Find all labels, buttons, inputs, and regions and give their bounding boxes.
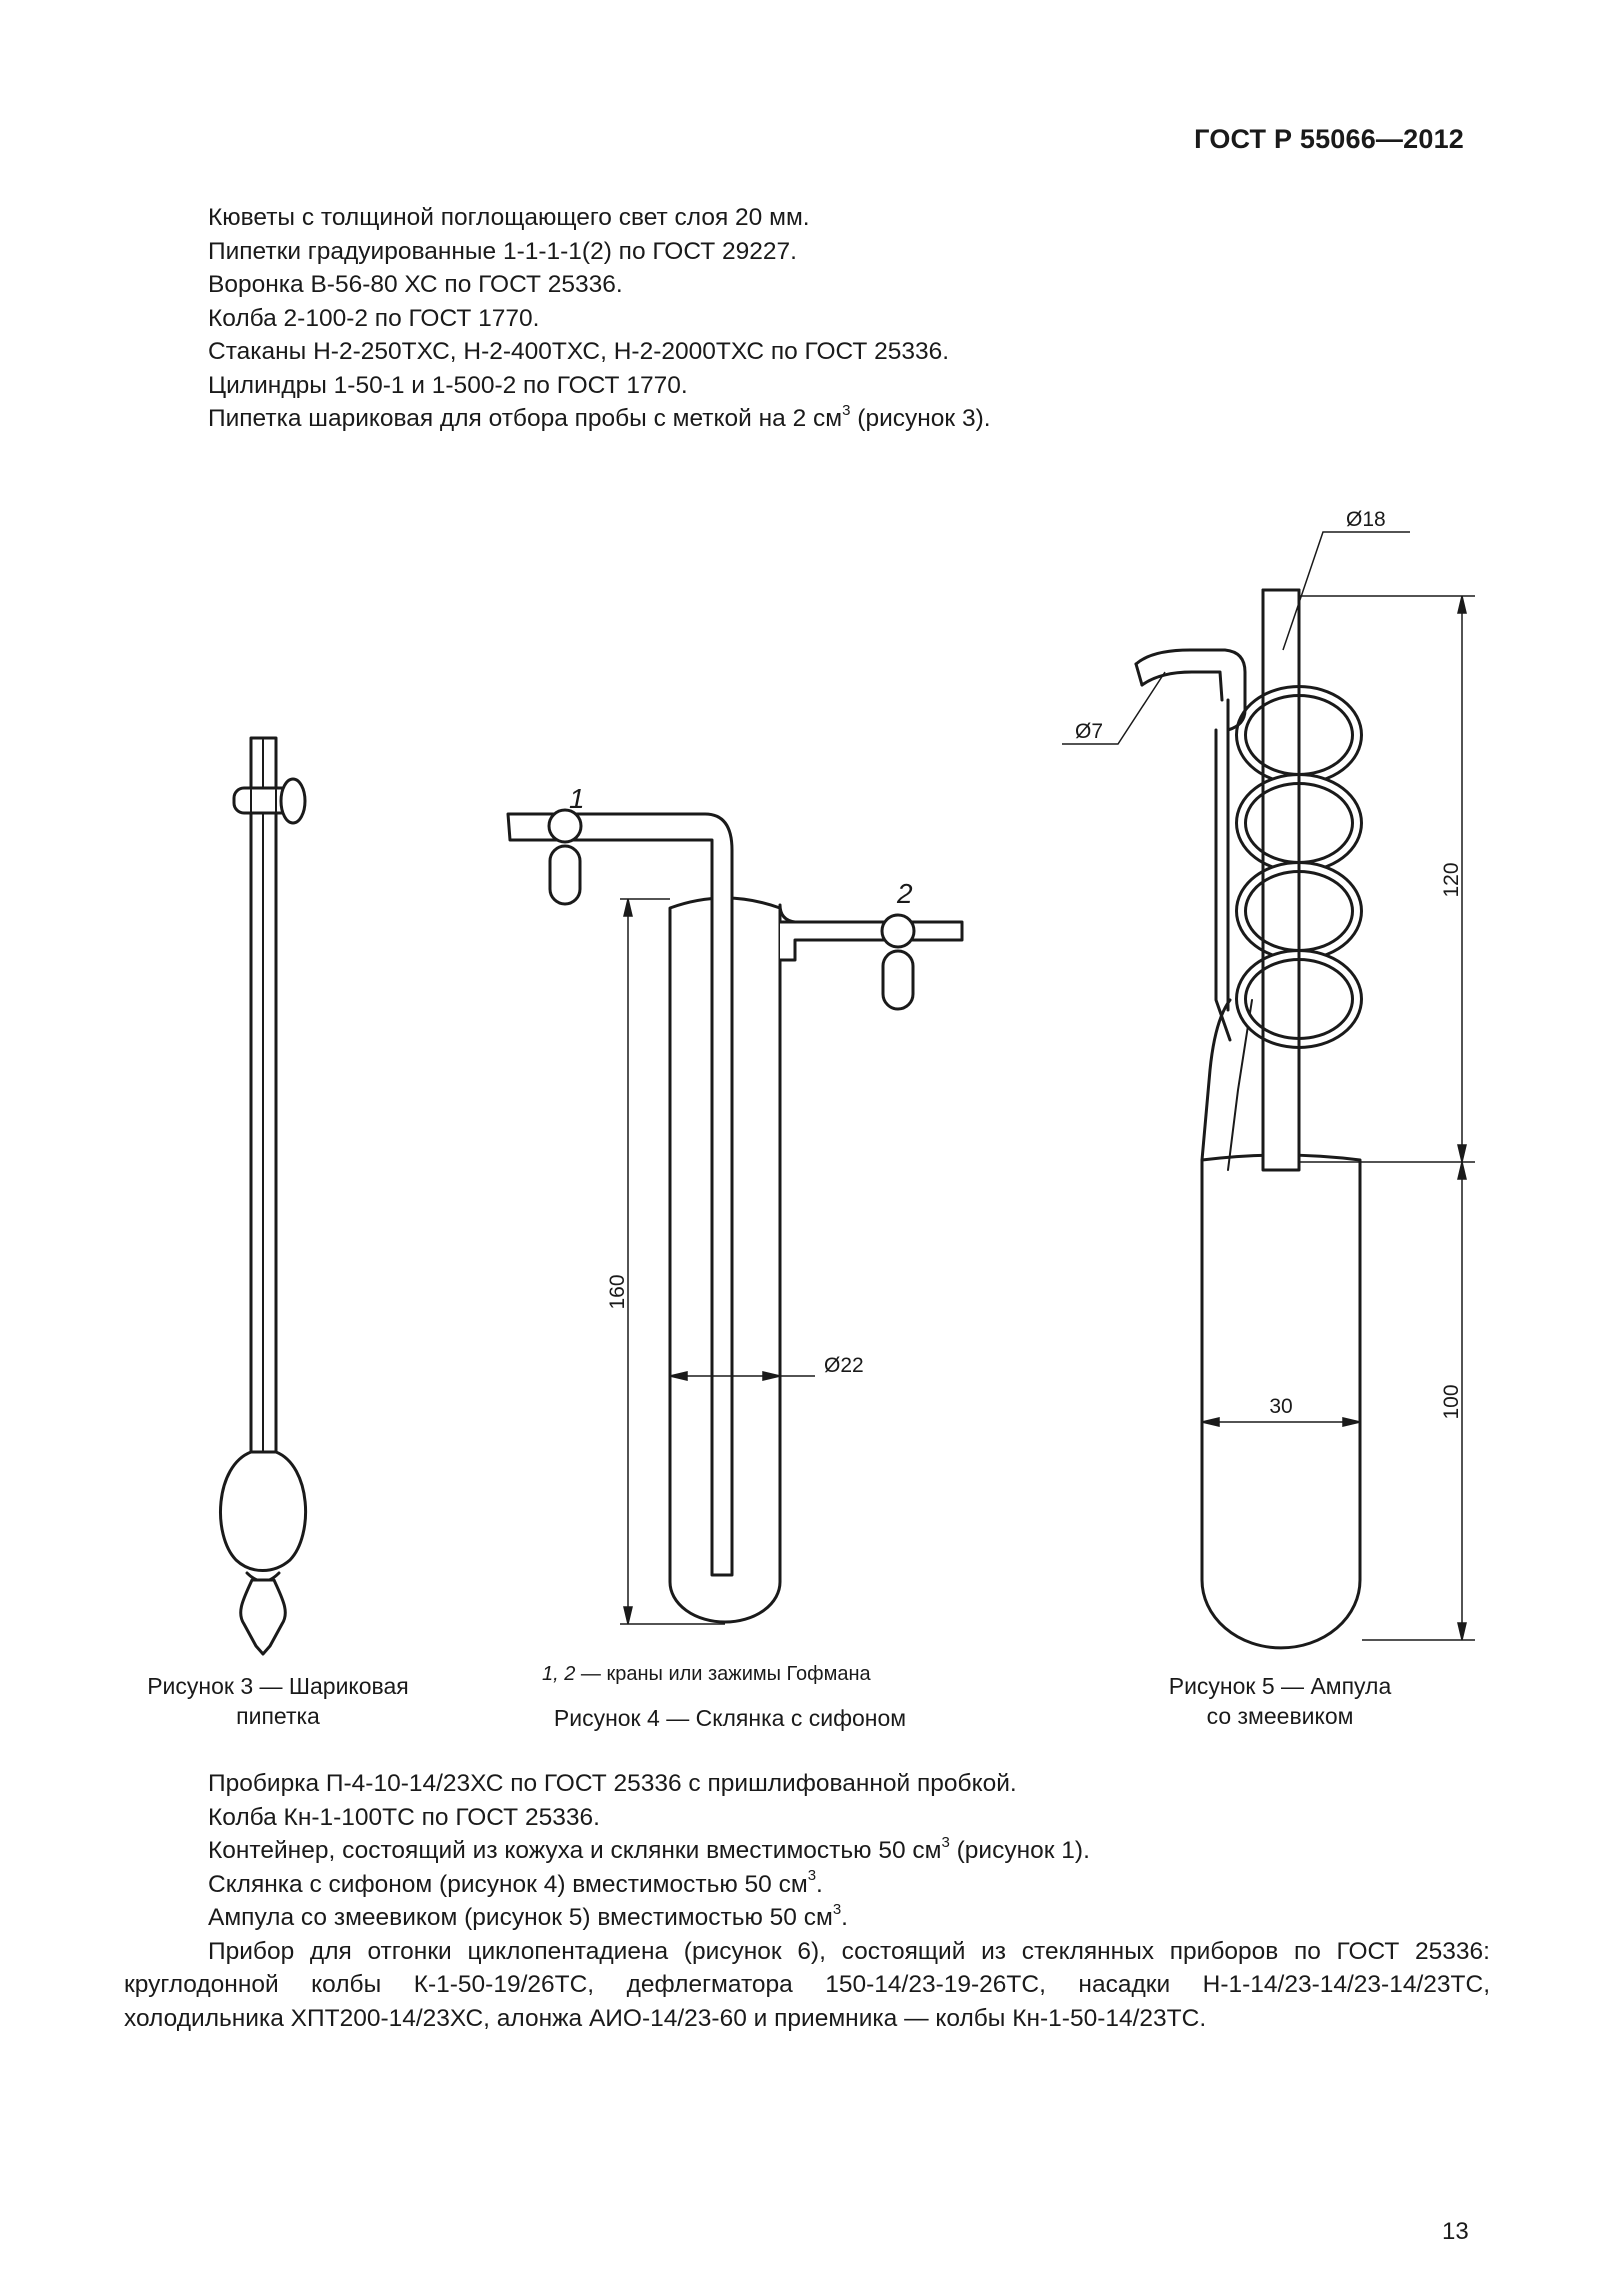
- caption-line: Рисунок 5 — Ампула: [1168, 1673, 1392, 1699]
- figure3-ball-pipette: [218, 736, 308, 1656]
- list-item-text: (рисунок 1).: [949, 1837, 1090, 1864]
- figure4-note: 1, 2 — краны или зажимы Гофмана: [542, 1663, 871, 1686]
- fig5-dim-top-diameter: Ø18: [1346, 508, 1386, 531]
- list-item: Контейнер, состоящий из кожуха и склянки…: [124, 1834, 1490, 1868]
- superscript: 3: [832, 1900, 842, 1918]
- list-item-text: (рисунок 3).: [850, 405, 991, 432]
- superscript: 3: [807, 1867, 817, 1885]
- list-item-text: Ампула со змеевиком (рисунок 5) вместимо…: [208, 1904, 833, 1931]
- document-code: ГОСТ Р 55066—2012: [1194, 124, 1464, 154]
- paragraph-line: Прибор для отгонки циклопентадиена (рису…: [208, 1937, 1490, 1965]
- fig4-label-2: 2: [896, 878, 913, 909]
- superscript: 3: [842, 401, 851, 419]
- fig5-dim-upper-height: 120: [1440, 862, 1463, 897]
- fig4-dim-height: 160: [606, 1274, 629, 1309]
- caption-line: Рисунок 3 — Шариковая: [147, 1673, 409, 1699]
- page-number: 13: [1442, 2218, 1469, 2245]
- paragraph-line: круглодонной колбы К-1-50-19/26ТС, дефле…: [124, 1971, 1490, 1998]
- list-item: Пипетки градуированные 1-1-1-1(2) по ГОС…: [208, 237, 797, 265]
- figure5-ampoule-coil: [1134, 588, 1363, 1650]
- figure5-caption: Рисунок 5 — Ампула со змеевиком: [1130, 1671, 1430, 1731]
- list-item: Колба 2-100-2 по ГОСТ 1770.: [208, 304, 540, 332]
- equipment-list-top: Кюветы с толщиной поглощающего свет слоя…: [208, 201, 991, 436]
- list-item-text: Склянка с сифоном (рисунок 4) вместимост…: [208, 1870, 808, 1898]
- list-item: Ампула со змеевиком (рисунок 5) вместимо…: [124, 1901, 1490, 1935]
- fig5-dim-side-diameter: Ø7: [1075, 720, 1103, 743]
- caption-line: пипетка: [236, 1703, 320, 1729]
- dimension-lines: [620, 531, 1475, 1641]
- list-item: Цилиндры 1-50-1 и 1-500-2 по ГОСТ 1770.: [208, 371, 688, 399]
- list-item-text: .: [841, 1904, 848, 1931]
- list-item: Кюветы с толщиной поглощающего свет слоя…: [208, 204, 810, 231]
- list-item-text: Пипетка шариковая для отбора пробы с мет…: [208, 405, 843, 432]
- caption-line: со змеевиком: [1206, 1703, 1354, 1729]
- list-item: Склянка с сифоном (рисунок 4) вместимост…: [124, 1868, 1490, 1902]
- note-text: — краны или зажимы Гофмана: [575, 1663, 871, 1685]
- paragraph-line: холодильника ХПТ200-14/23ХС, алонжа АИО-…: [124, 2004, 1207, 2032]
- figure4-caption: Рисунок 4 — Склянка с сифоном: [553, 1705, 907, 1731]
- list-item-text: .: [816, 1870, 823, 1898]
- superscript: 3: [941, 1833, 950, 1851]
- equipment-list-bottom: Пробирка П-4-10-14/23ХС по ГОСТ 25336 с …: [124, 1767, 1490, 2035]
- list-item: Колба Кн-1-100ТС по ГОСТ 25336.: [208, 1803, 600, 1831]
- list-item: Пробирка П-4-10-14/23ХС по ГОСТ 25336 с …: [208, 1770, 1017, 1797]
- fig4-dim-diameter: Ø22: [824, 1354, 864, 1377]
- list-item-text: Контейнер, состоящий из кожуха и склянки…: [208, 1837, 942, 1864]
- figure3-caption: Рисунок 3 — Шариковая пипетка: [128, 1671, 428, 1731]
- list-item: Воронка В-56-80 ХС по ГОСТ 25336.: [208, 271, 623, 298]
- list-item: Пипетка шариковая для отбора пробы с мет…: [208, 402, 991, 436]
- list-item: Стаканы Н-2-250ТХС, Н-2-400ТХС, Н-2-2000…: [208, 338, 950, 365]
- fig4-label-1: 1: [569, 783, 585, 814]
- figure4-siphon-bottle: [506, 808, 964, 1624]
- fig5-dim-lower-height: 100: [1440, 1384, 1463, 1419]
- fig5-dim-width: 30: [1269, 1395, 1292, 1418]
- note-numbers: 1, 2: [542, 1663, 576, 1685]
